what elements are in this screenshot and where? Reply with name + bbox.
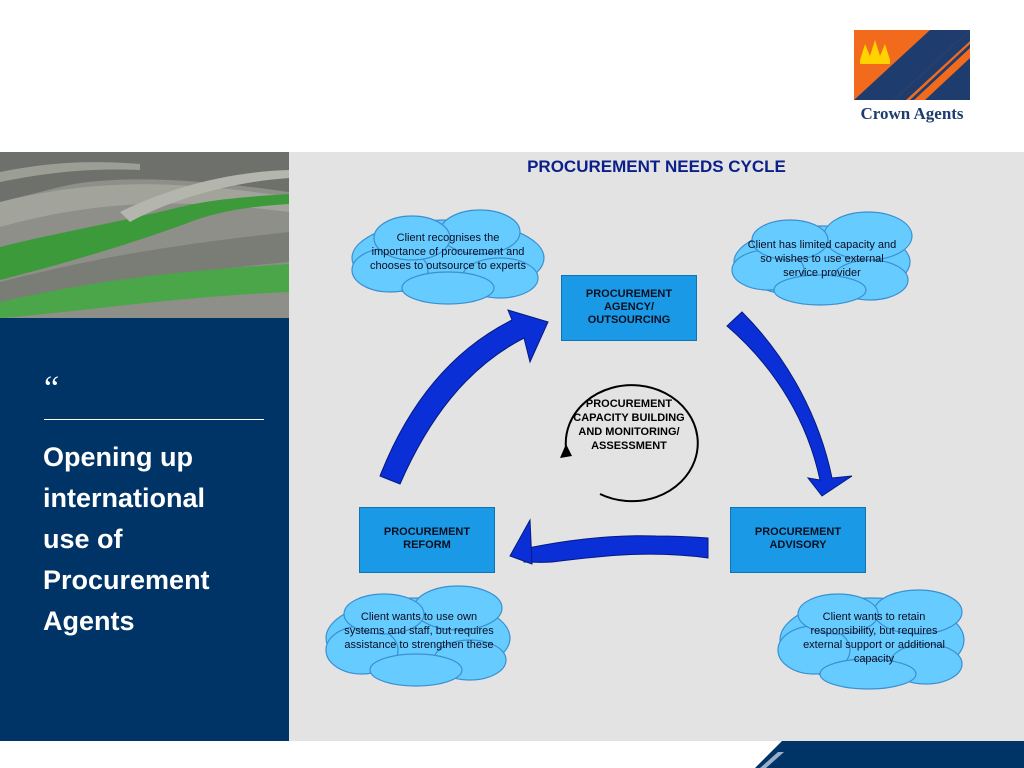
cloud-text-bottom-right: Client wants to retain responsibility, b… (803, 611, 945, 665)
terrace-photo (0, 152, 289, 318)
cloud-top-left (351, 209, 545, 305)
quote-mark: “ (44, 370, 60, 407)
box-procurement-agency: PROCUREMENT AGENCY/ OUTSOURCING (561, 275, 697, 341)
quote-divider (44, 419, 264, 420)
quote-line: international (43, 483, 206, 513)
quote-text: Opening up international use of Procurem… (43, 437, 273, 642)
center-cycle-arrowhead (560, 444, 572, 458)
center-capacity-building-label: PROCUREMENT CAPACITY BUILDING AND MONITO… (573, 398, 685, 452)
quote-line: Agents (43, 606, 135, 636)
center-cycle (560, 384, 699, 503)
footer-stripe (755, 741, 1024, 768)
cloud-text-top-right: Client has limited capacity and so wishe… (747, 239, 897, 279)
quote-line: Procurement (43, 565, 210, 595)
cloud-text-top-left: Client recognises the importance of proc… (370, 232, 526, 272)
arrow-agency-to-advisory (726, 311, 853, 497)
quote-panel (0, 318, 289, 741)
footer-stripe-light (760, 752, 784, 768)
box-procurement-reform: PROCUREMENT REFORM (359, 507, 495, 573)
cloud-text-bottom-left: Client wants to use own systems and staf… (344, 611, 494, 651)
quote-line: Opening up (43, 442, 193, 472)
diagram-title: PROCUREMENT NEEDS CYCLE (527, 157, 786, 176)
crown-logo-icon (854, 30, 970, 100)
cloud-top-right (731, 211, 913, 306)
cloud-bottom-right (777, 589, 965, 690)
arrow-reform-to-agency (379, 309, 549, 485)
arrow-advisory-to-reform-head (509, 518, 533, 565)
arrow-advisory-to-reform (523, 535, 709, 563)
crown-agents-logo: Crown Agents (852, 28, 972, 128)
logo-wordmark: Crown Agents (860, 104, 964, 123)
cloud-bottom-left (325, 585, 511, 687)
box-procurement-advisory: PROCUREMENT ADVISORY (730, 507, 866, 573)
quote-line: use of (43, 524, 123, 554)
